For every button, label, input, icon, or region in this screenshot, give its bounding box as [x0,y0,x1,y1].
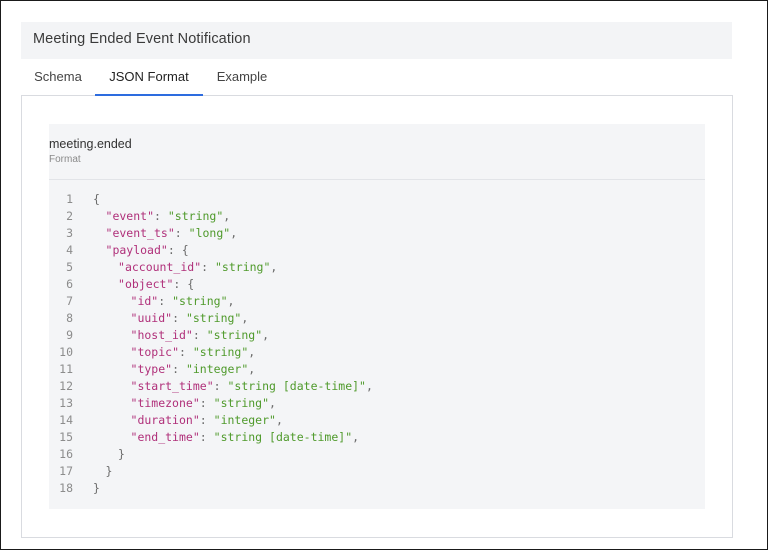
json-key: object [124,277,167,291]
json-key: end_time [137,430,193,444]
code-text: "uuid": "string", [130,311,249,325]
json-value: string [179,294,221,308]
line-number: 12 [59,379,73,393]
json-key: start_time [137,379,207,393]
line-number: 16 [59,447,73,461]
code-text: "type": "integer", [130,362,256,376]
event-format-label: Format [49,154,81,165]
code-text: "topic": "string", [130,345,256,359]
line-number: 6 [66,277,73,291]
json-value: string [date-time] [220,430,346,444]
event-name: meeting.ended [49,137,132,151]
code-text: { [93,191,100,208]
json-value: string [220,396,263,410]
code-text: } [93,480,100,497]
page-title: Meeting Ended Event Notification [33,31,251,47]
brace-close: } [118,447,125,461]
line-number: 15 [59,430,73,444]
brace-open: { [181,243,189,257]
tab-example[interactable]: Example [216,69,268,84]
code-text: "timezone": "string", [130,396,276,410]
line-number: 17 [59,464,73,478]
brace-open: { [93,192,100,206]
tab-panel [21,95,733,538]
code-text: "account_id": "string", [118,260,278,274]
line-number: 2 [66,209,73,223]
json-key: id [137,294,152,308]
json-value: integer [192,362,242,376]
json-key: type [137,362,166,376]
brace-close: } [93,481,100,495]
json-key: duration [137,413,193,427]
json-value: string [199,345,242,359]
json-key: account_id [124,260,195,274]
code-text: "id": "string", [130,294,235,308]
code-text: "start_time": "string [date-time]", [130,379,373,393]
json-value: string [192,311,235,325]
json-key: host_id [137,328,186,342]
line-number: 5 [66,260,73,274]
line-number: 11 [59,362,73,376]
code-text: "duration": "integer", [130,413,283,427]
line-number: 1 [66,192,73,206]
page-header: Meeting Ended Event Notification [21,22,732,59]
tab-bar: Schema JSON Format Example [21,59,733,96]
code-text: "end_time": "string [date-time]", [130,430,360,444]
tab-schema[interactable]: Schema [34,69,82,84]
json-key: timezone [137,396,193,410]
brace-open: { [187,277,195,291]
code-text: "host_id": "string", [130,328,270,342]
line-number: 4 [66,243,73,257]
line-number: 10 [59,345,73,359]
json-key: payload [112,243,161,257]
code-text: "event_ts": "long", [105,226,238,240]
code-text: "payload": { [105,243,189,257]
json-value: integer [220,413,270,427]
code-card-header: meeting.ended Format [49,124,705,180]
json-value: string [date-time] [234,379,360,393]
code-text: } [106,463,113,480]
brace-close: } [105,464,113,478]
code-text: "object": { [118,277,195,291]
line-number: 9 [66,328,73,342]
line-number: 3 [66,226,73,240]
line-number: 13 [59,396,73,410]
json-value: string [213,328,256,342]
json-key: event_ts [112,226,168,240]
line-number: 14 [59,413,73,427]
json-value: string [174,209,217,223]
json-key: uuid [137,311,166,325]
json-value: long [195,226,224,240]
code-text: } [118,446,125,463]
code-card: meeting.ended Format 1 {2 "event": "string… [49,124,705,509]
code-text: "event": "string", [105,209,231,223]
tab-json-format[interactable]: JSON Format [95,59,203,96]
line-number: 7 [66,294,73,308]
json-key: topic [137,345,173,359]
line-number: 8 [66,311,73,325]
json-value: string [221,260,264,274]
line-number: 18 [59,481,73,495]
json-key: event [112,209,148,223]
